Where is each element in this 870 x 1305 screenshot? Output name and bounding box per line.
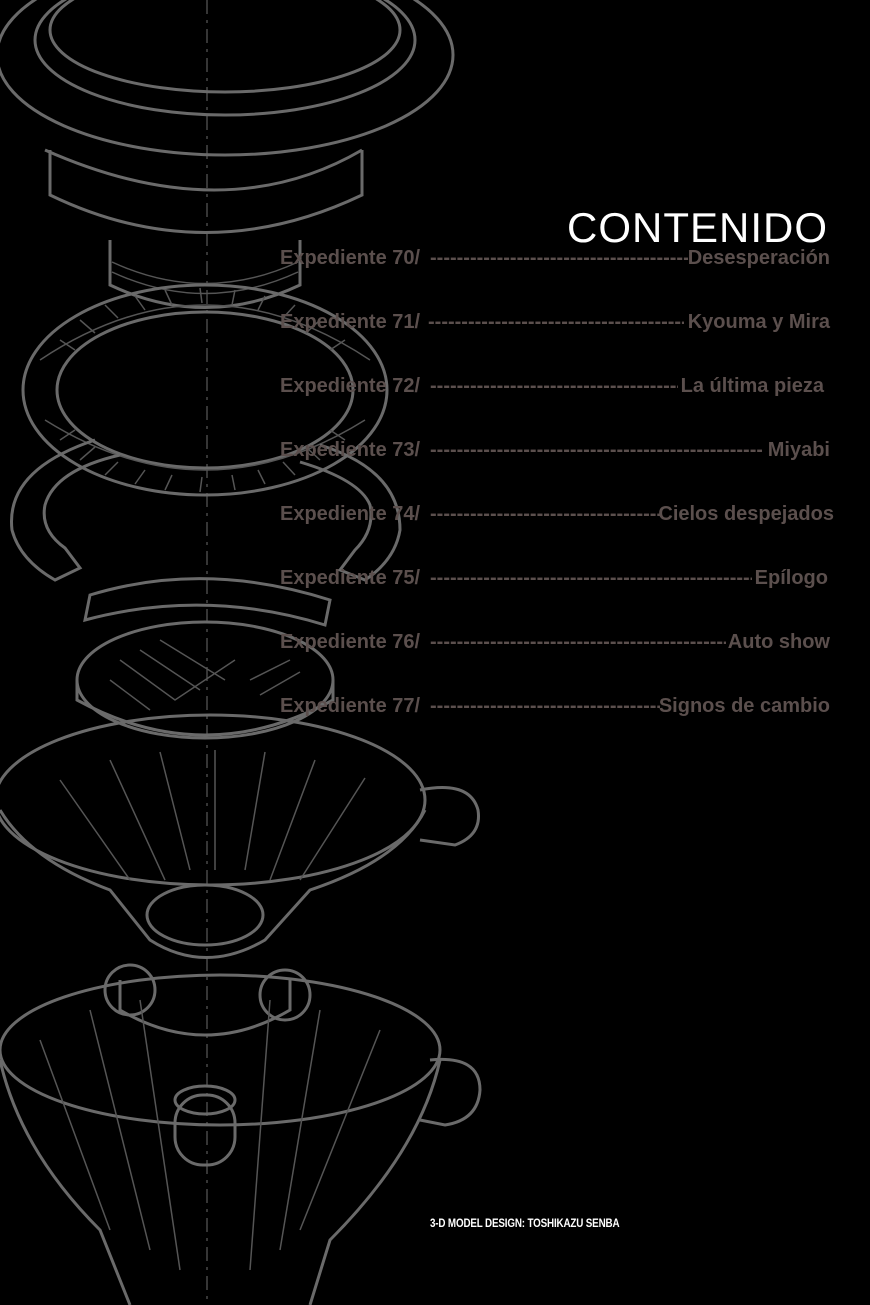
contents-list: Expediente 70/ -------------------------…	[280, 243, 834, 755]
toc-entry-file: Expediente 74/	[280, 503, 421, 525]
plate-part	[83, 577, 332, 627]
toc-entry-file: Expediente 77/	[280, 695, 421, 717]
toc-entry-leader: ----------------------------------------…	[430, 439, 762, 461]
contents-heading: CONTENIDO	[567, 204, 828, 252]
c-clamp-part	[9, 438, 402, 582]
toc-entry[interactable]: Expediente 72/ -------------------------…	[280, 371, 830, 435]
toc-entry[interactable]: Expediente 70/ -------------------------…	[280, 243, 830, 307]
circuit-disc-part	[75, 620, 335, 740]
model-design-credit: 3-D MODEL DESIGN: TOSHIKAZU SENBA	[430, 1216, 620, 1230]
toc-entry[interactable]: Expediente 74/ -------------------------…	[280, 499, 834, 563]
toc-entry-file: Expediente 73/	[280, 439, 421, 461]
toc-entry[interactable]: Expediente 76/ -------------------------…	[280, 627, 830, 691]
toc-entry[interactable]: Expediente 73/ -------------------------…	[280, 435, 830, 499]
toc-entry-file: Expediente 75/	[280, 567, 421, 589]
toc-entry[interactable]: Expediente 77/ -------------------------…	[280, 691, 830, 755]
toc-entry-leader: ----------------------------------------…	[430, 695, 660, 717]
toc-entry-title: Cielos despejados	[658, 503, 834, 525]
coil-ring-part	[21, 283, 389, 497]
toc-entry-leader: ----------------------------------------…	[430, 631, 726, 653]
toc-entry-leader: ----------------------------------------…	[430, 247, 688, 269]
upper-cone-part	[0, 713, 481, 1037]
toc-entry-title: Kyouma y Mira	[687, 311, 830, 333]
toc-entry-leader: ----------------------------------------…	[430, 503, 660, 525]
toc-entry[interactable]: Expediente 71/ -------------------------…	[280, 307, 830, 371]
lower-cone-part	[0, 973, 482, 1305]
toc-entry-file: Expediente 76/	[280, 631, 421, 653]
toc-entry-leader: ----------------------------------------…	[430, 567, 752, 589]
toc-entry-file: Expediente 71/	[280, 311, 421, 333]
toc-entry-file: Expediente 70/	[280, 247, 421, 269]
toc-entry-title: Signos de cambio	[658, 695, 830, 717]
toc-entry-leader: ----------------------------------------…	[428, 311, 684, 333]
toc-entry-file: Expediente 72/	[280, 375, 421, 397]
toc-entry-title: Desesperación	[687, 247, 830, 269]
top-rim-part	[0, 0, 455, 309]
toc-entry-title: Auto show	[727, 631, 830, 653]
toc-entry[interactable]: Expediente 75/ -------------------------…	[280, 563, 830, 627]
toc-entry-title: Miyabi	[767, 439, 830, 461]
toc-entry-title: La última pieza	[680, 375, 824, 397]
toc-entry-leader: ----------------------------------------…	[430, 375, 678, 397]
toc-entry-title: Epílogo	[754, 567, 828, 589]
